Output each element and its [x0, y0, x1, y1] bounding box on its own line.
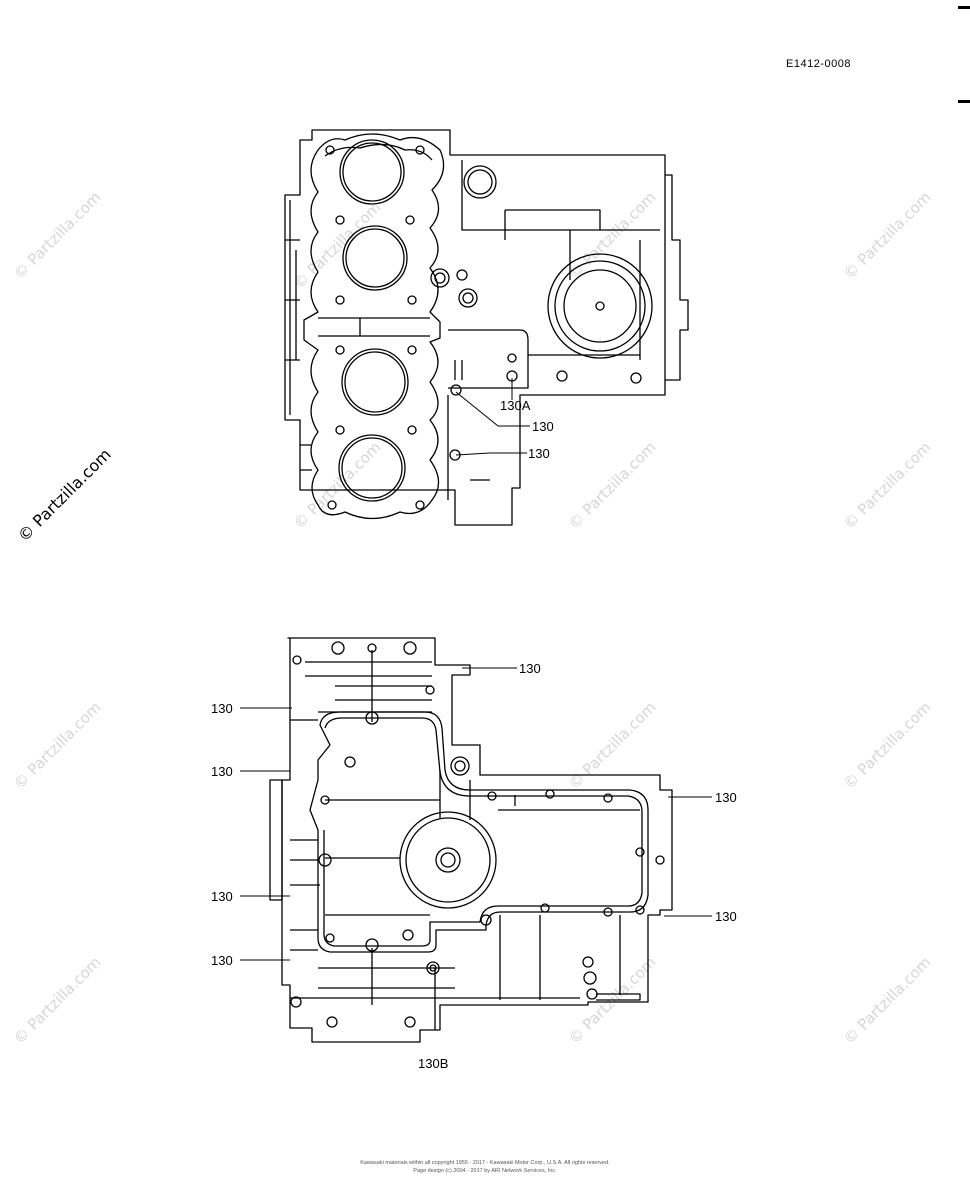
callout-130: 130	[519, 661, 541, 676]
callout-130b: 130B	[418, 1056, 448, 1071]
footer-page-design: Page design (c) 2004 - 2017 by ARI Netwo…	[413, 1168, 557, 1174]
footer-copyright: Kawasaki materials within all copyright …	[360, 1160, 610, 1166]
callout-130: 130	[715, 790, 737, 805]
lower-crankcase	[269, 637, 673, 1043]
callout-130: 130	[528, 446, 550, 461]
upper-crankcase	[284, 129, 689, 526]
callout-130: 130	[211, 701, 233, 716]
callout-130: 130	[211, 764, 233, 779]
callout-130: 130	[211, 953, 233, 968]
document-code: E1412-0008	[786, 58, 851, 70]
callout-130a: 130A	[500, 398, 531, 413]
leader-lines	[240, 378, 712, 961]
callout-130: 130	[211, 889, 233, 904]
callout-130: 130	[715, 909, 737, 924]
edge-mark	[958, 100, 970, 103]
lower-callouts: 130 130 130 130 130 130 130 130B	[211, 661, 737, 1071]
callout-130: 130	[532, 419, 554, 434]
edge-mark	[958, 6, 970, 9]
upper-callouts: 130A 130 130	[500, 398, 554, 461]
